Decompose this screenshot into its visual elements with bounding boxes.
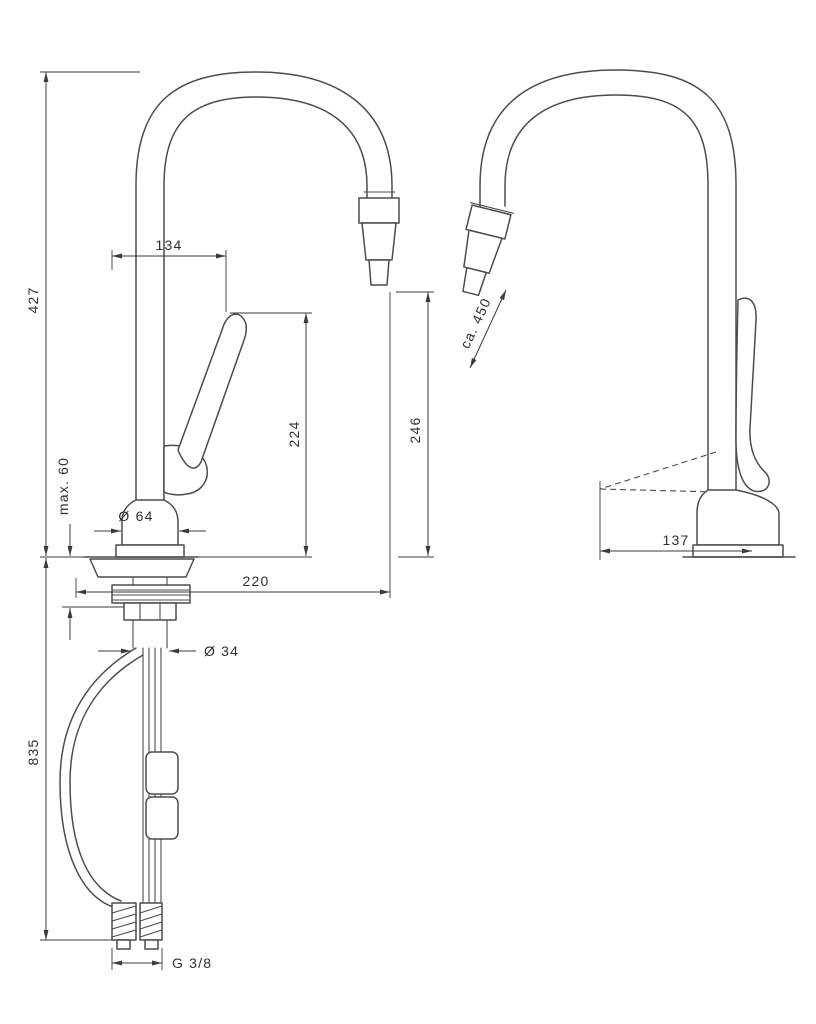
- side-view: ca. 450 137: [457, 69, 796, 560]
- escutcheon-under-deck: [89, 558, 195, 578]
- dimension-label: 427: [25, 287, 41, 314]
- dimension-label: ca. 450: [457, 295, 494, 351]
- connector-hatch: [111, 913, 137, 922]
- connector-hatch: [139, 913, 163, 922]
- handle-swing-outline-dashed: [599, 451, 717, 490]
- dim-total-height: 427: [25, 71, 140, 558]
- connector-hatch: [139, 929, 163, 938]
- handle-lever-front: [177, 313, 247, 469]
- dimension-label: 246: [407, 417, 423, 444]
- side-faucet: [462, 69, 796, 558]
- pullout-hose-loop-inner: [69, 654, 144, 902]
- handle-side: [735, 297, 770, 493]
- dim-handle-height: 224: [198, 312, 312, 558]
- dim-outlet-height: 246: [396, 291, 434, 558]
- dimension-label: 220: [243, 573, 270, 589]
- spout-inner-side: [504, 94, 709, 493]
- dim-below-counter: 835: [25, 558, 112, 941]
- base-flange-front: [115, 544, 185, 558]
- dim-max-counter-thickness: max. 60: [55, 457, 124, 640]
- dimension-label: Ø 34: [204, 643, 239, 659]
- hose-connector-right: [139, 902, 163, 941]
- connector-hatch: [139, 905, 163, 914]
- dim-hose-length: ca. 450: [457, 289, 507, 369]
- spout-outer-front: [135, 71, 393, 558]
- connector-nipple-right: [144, 939, 159, 950]
- front-faucet: [59, 71, 400, 950]
- connector-hatch: [111, 905, 137, 914]
- dim-depth: 137: [599, 481, 752, 560]
- dimension-label: 224: [286, 421, 302, 448]
- connector-hatch: [111, 929, 137, 938]
- spray-body-side: [463, 229, 503, 274]
- dim-thread: G 3/8: [111, 948, 212, 971]
- hose-connector-left: [111, 902, 137, 941]
- dimension-line: [469, 289, 507, 369]
- spray-grip-band-front: [358, 197, 400, 224]
- dim-handle-reach: 134: [111, 237, 227, 312]
- pullout-hose-loop-outer: [59, 647, 137, 909]
- mounting-nut: [123, 602, 177, 621]
- connector-hatch: [139, 921, 163, 930]
- dim-spout-reach: 220: [75, 292, 391, 598]
- hose-weight-lower: [145, 796, 179, 840]
- spray-head-side: [462, 202, 514, 297]
- neck-joint-side: [470, 202, 514, 214]
- connector-nipple-left: [116, 939, 131, 950]
- dim-base-diameter: Ø 64: [94, 508, 206, 534]
- front-view: 427 835 max. 60 134 224: [25, 71, 434, 971]
- connector-hatch: [111, 921, 137, 930]
- dim-hole-diameter: Ø 34: [98, 643, 239, 659]
- hose-weight-upper: [145, 751, 179, 795]
- dimension-label: G 3/8: [172, 955, 212, 971]
- dimension-label: 134: [156, 237, 183, 253]
- spout-inner-front: [163, 96, 368, 558]
- spray-tip-side: [462, 266, 487, 297]
- spray-body-front: [361, 222, 397, 261]
- base-side: [696, 489, 780, 546]
- spray-tip-front: [368, 259, 390, 286]
- dimension-label: Ø 64: [118, 508, 153, 524]
- spout-outer-side: [479, 69, 737, 493]
- dimension-label: 835: [25, 739, 41, 766]
- dimension-label: max. 60: [55, 457, 71, 515]
- handle-swing-outline-dashed: [599, 488, 717, 493]
- dimension-label: 137: [663, 532, 690, 548]
